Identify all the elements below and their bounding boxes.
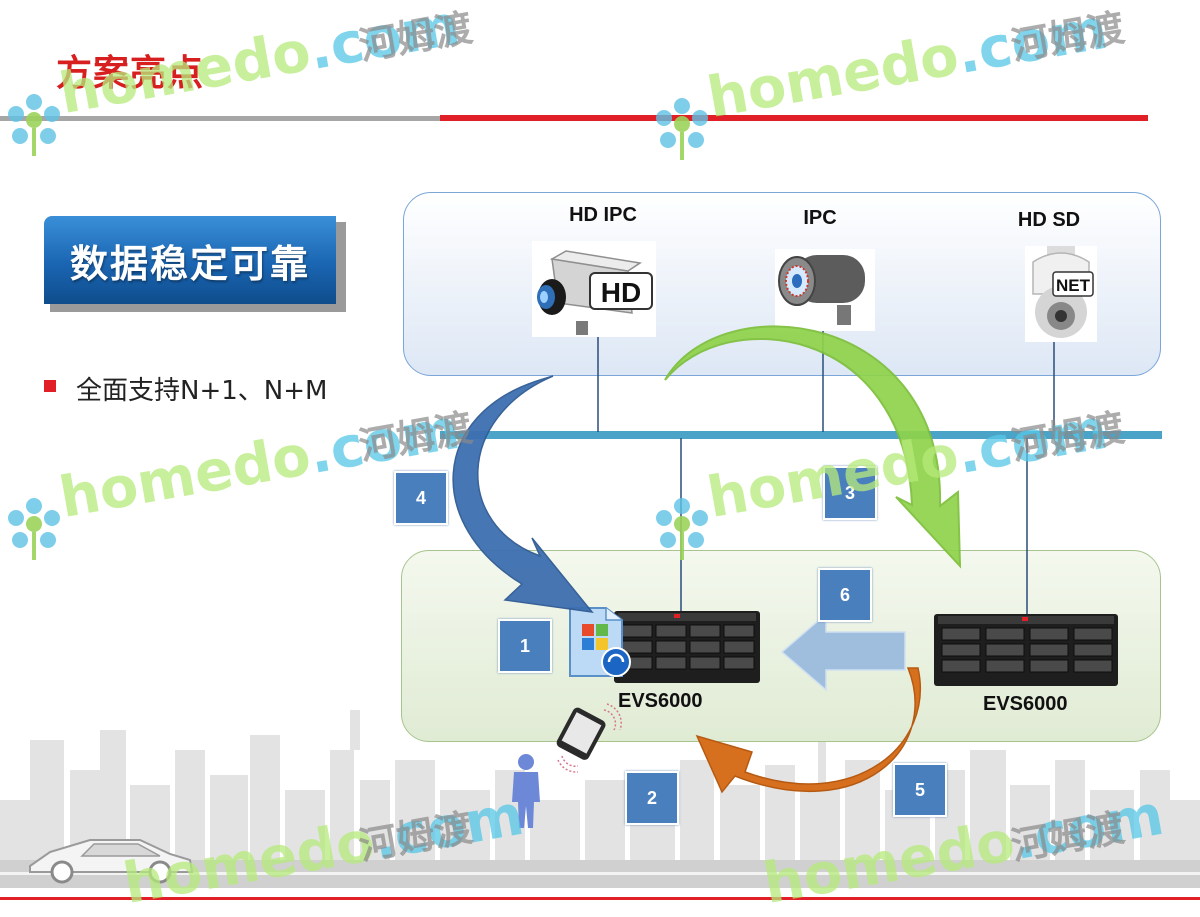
- arrow-5-orange: [695, 667, 921, 794]
- step-2-marker: 2: [625, 771, 679, 825]
- user-person-icon: [512, 754, 540, 828]
- bullet-text: 全面支持N+1、N+M: [76, 376, 328, 406]
- header-rule-red: [440, 115, 1148, 121]
- mobile-phone-icon: [556, 703, 622, 773]
- network-bar: [440, 431, 1162, 439]
- feature-badge: 数据稳定可靠: [44, 216, 336, 304]
- car-illustration: [29, 839, 194, 884]
- arrow-3-green: [664, 325, 962, 569]
- server-label-left: EVS6000: [618, 690, 703, 712]
- arrow-6-lightblue: [780, 612, 906, 692]
- arrow-4-blue: [452, 375, 594, 614]
- step-3-marker: 3: [823, 466, 877, 520]
- net-badge-text: NET: [1056, 276, 1091, 295]
- bullet-marker: [44, 380, 56, 392]
- step-1-marker: 1: [498, 619, 552, 673]
- ipc-camera-icon: [775, 249, 875, 331]
- evs6000-server-right-icon: [934, 614, 1118, 686]
- header-rule-gray: [0, 116, 440, 121]
- camera-label-hd-ipc: HD IPC: [569, 204, 637, 226]
- server-label-right: EVS6000: [983, 693, 1068, 715]
- hd-ipc-camera-icon: HD: [532, 241, 656, 337]
- camera-label-hd-sd: HD SD: [1017, 209, 1081, 231]
- camera-label-ipc: IPC: [803, 207, 837, 229]
- step-4-marker: 4: [394, 471, 448, 525]
- management-software-icon: [569, 607, 631, 677]
- hd-sd-dome-camera-icon: NET: [1025, 246, 1097, 342]
- step-6-marker: 6: [818, 568, 872, 622]
- step-5-marker: 5: [893, 763, 947, 817]
- hd-badge-text: HD: [601, 277, 641, 308]
- slide-title: 方案亮点: [56, 53, 205, 94]
